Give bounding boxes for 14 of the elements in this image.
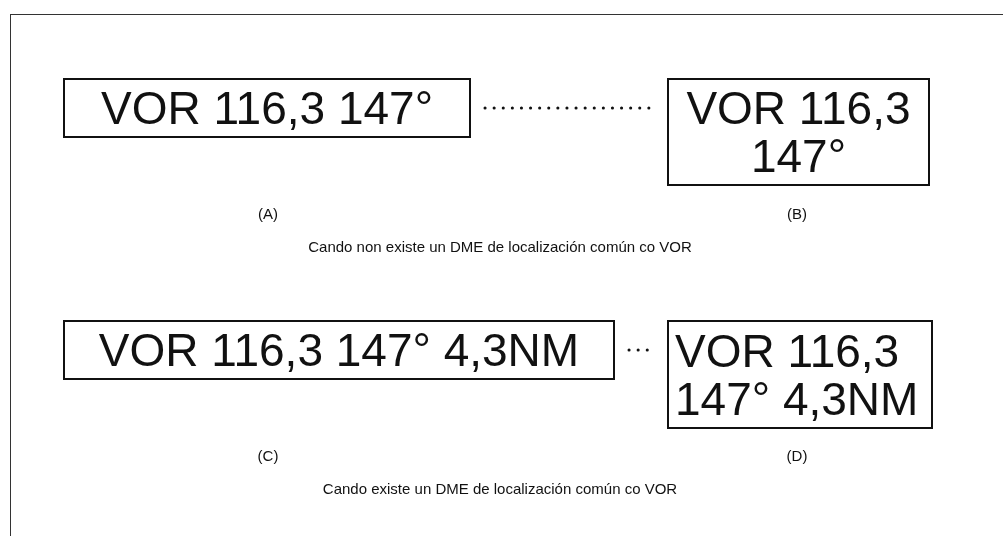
- text-box: [63, 320, 615, 380]
- text-box: [667, 320, 933, 429]
- caption: Cando non existe un DME de localización común co VOR: [308, 238, 692, 255]
- text-box: [667, 78, 930, 186]
- panel-letter: (D): [786, 447, 808, 464]
- caption: Cando existe un DME de localización común co VOR: [322, 480, 678, 497]
- display-text: VOR 116,3 147° 4,3NM: [97, 326, 581, 374]
- panel-letter: (C): [257, 447, 279, 464]
- display-text: VOR 116,3 147° 4,3NM: [674, 326, 920, 423]
- panel-letter: (B): [787, 205, 807, 222]
- display-text: VOR 116,3 147°: [99, 84, 435, 132]
- text-box: [63, 78, 471, 138]
- panel-letter: (A): [258, 205, 278, 222]
- display-text: VOR 116,3 147°: [685, 84, 912, 180]
